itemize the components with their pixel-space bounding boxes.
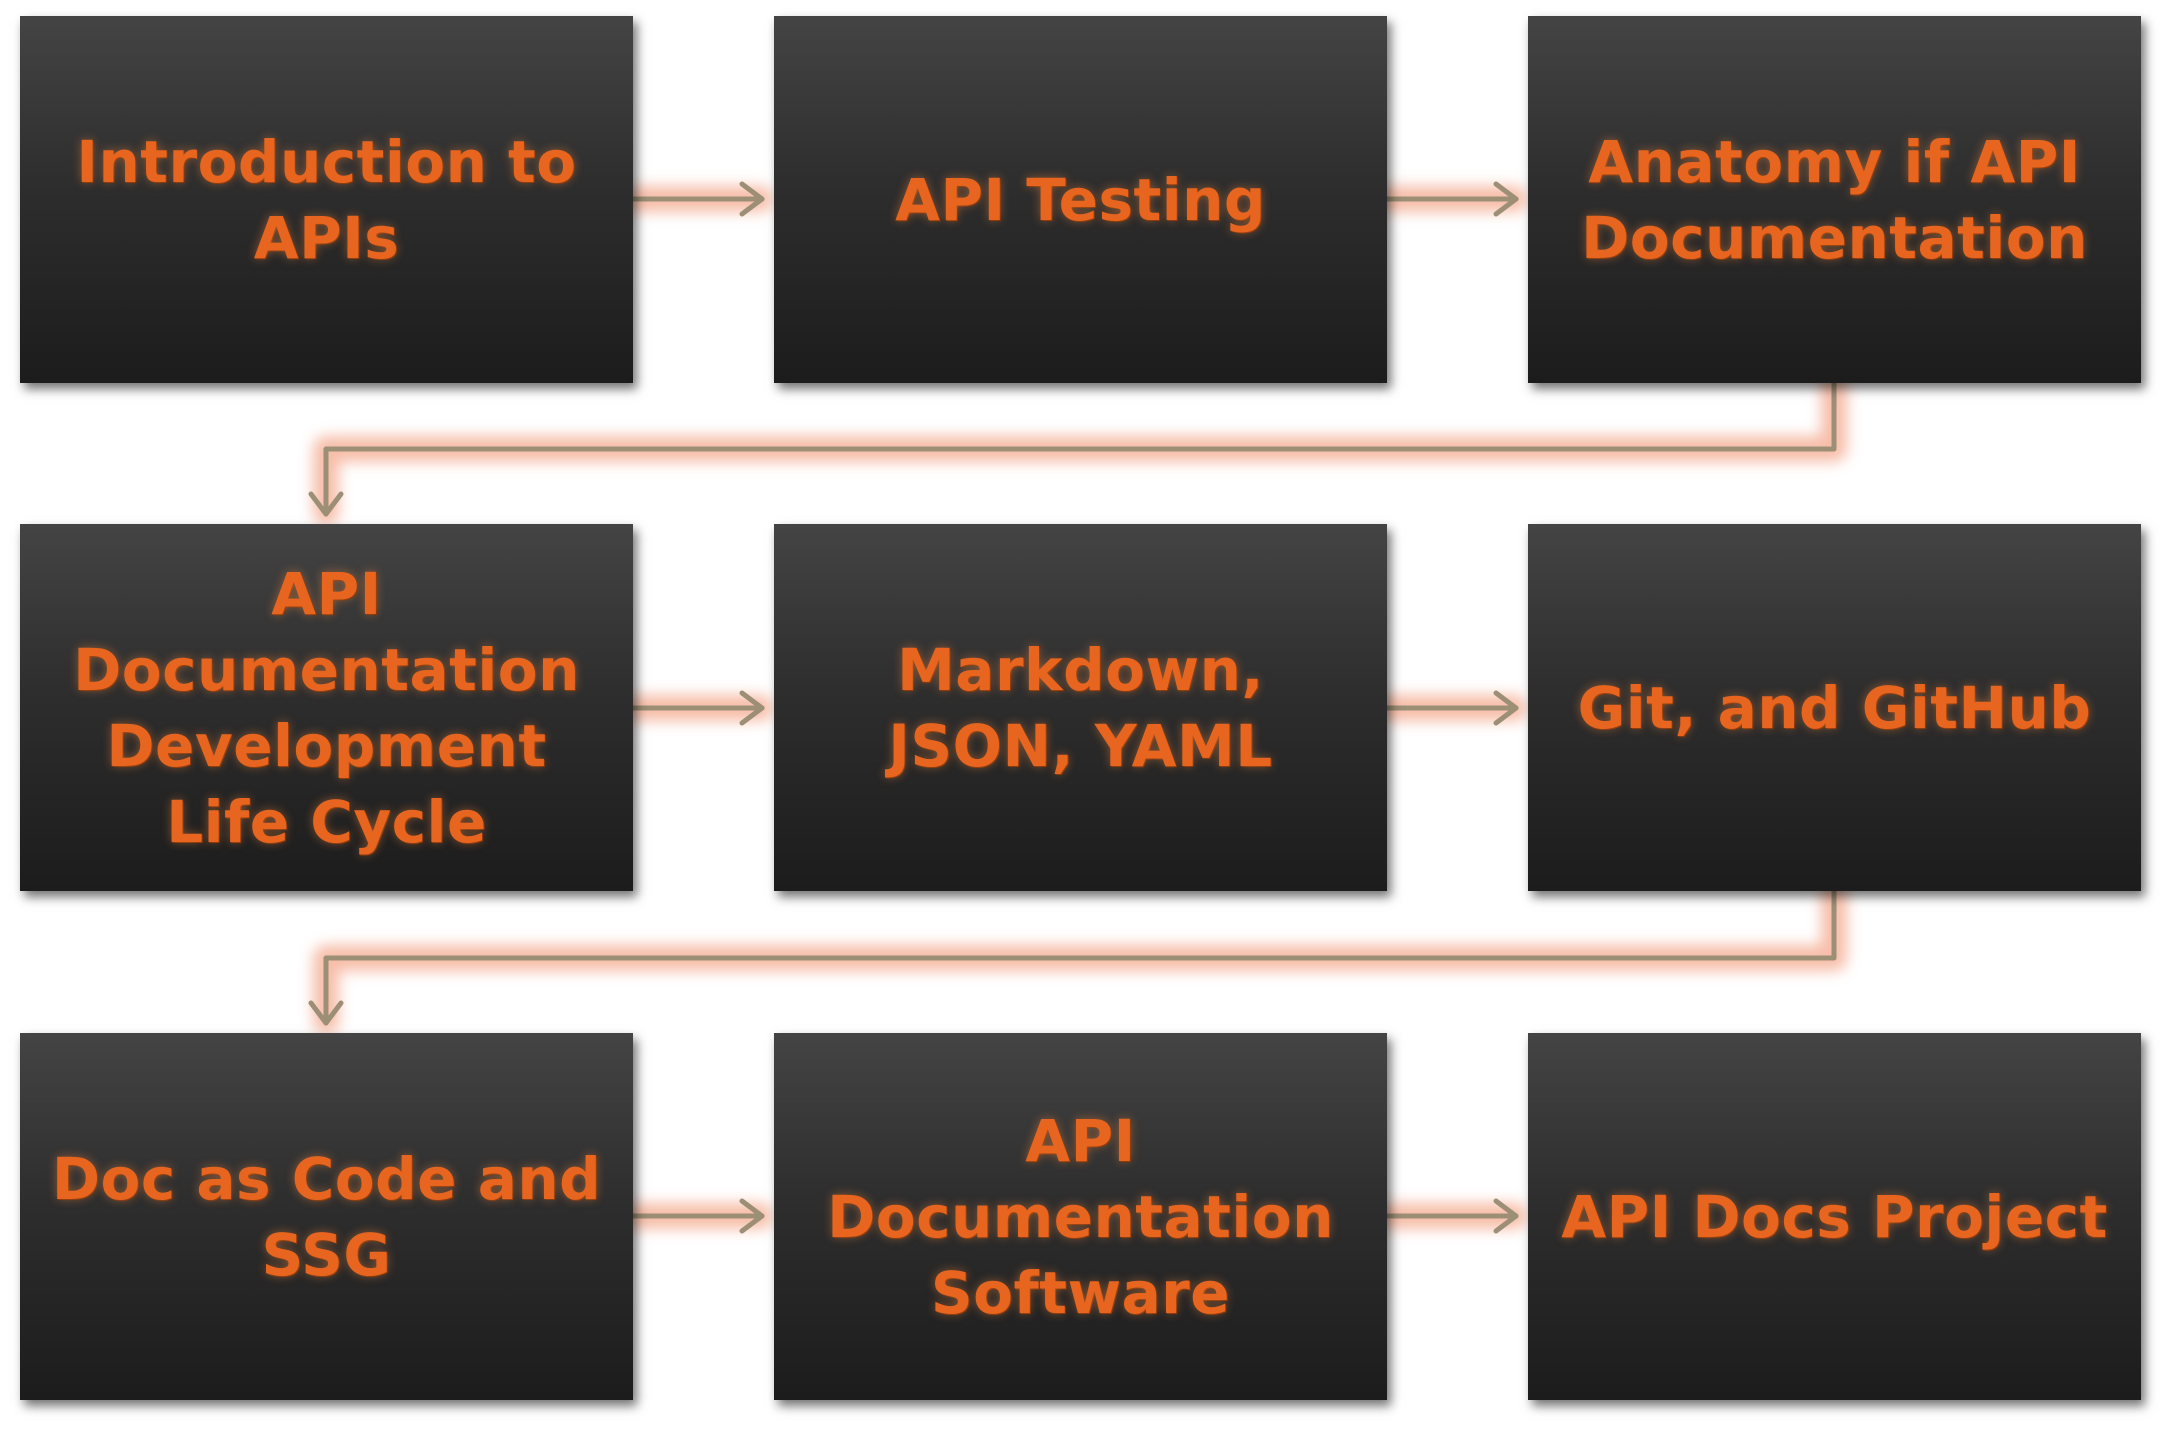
arrow-step8-to-step9: [1384, 1198, 1519, 1234]
step-label: Anatomy if API Documentation: [1581, 127, 2088, 272]
arrow-step1-to-step2: [630, 181, 765, 217]
step-label: API Documentation Development Life Cycle: [73, 559, 580, 856]
step-box-doc-as-code-and-ssg: Doc as Code and SSG: [20, 1033, 633, 1400]
step-box-markdown-json-yaml: Markdown, JSON, YAML: [774, 524, 1387, 891]
step-box-git-and-github: Git, and GitHub: [1528, 524, 2141, 891]
step-box-anatomy-of-api-documentation: Anatomy if API Documentation: [1528, 16, 2141, 383]
step-label: Doc as Code and SSG: [51, 1144, 602, 1289]
step-box-api-docs-project: API Docs Project: [1528, 1033, 2141, 1400]
step-label: API Docs Project: [1561, 1182, 2108, 1251]
arrow-step3-to-step4: [308, 380, 1837, 517]
arrow-step2-to-step3: [1384, 181, 1519, 217]
step-box-api-testing: API Testing: [774, 16, 1387, 383]
arrow-step4-to-step5: [630, 690, 765, 726]
arrow-step7-to-step8: [630, 1198, 765, 1234]
step-label: API Testing: [895, 165, 1266, 234]
step-label: Git, and GitHub: [1577, 673, 2092, 742]
step-label: Markdown, JSON, YAML: [888, 635, 1273, 780]
step-label: Introduction to APIs: [76, 127, 577, 272]
step-box-introduction-to-apis: Introduction to APIs: [20, 16, 633, 383]
step-label: API Documentation Software: [827, 1106, 1334, 1327]
arrow-step6-to-step7: [308, 888, 1837, 1026]
step-box-api-documentation-development-life-cycle: API Documentation Development Life Cycle: [20, 524, 633, 891]
arrow-step5-to-step6: [1384, 690, 1519, 726]
step-box-api-documentation-software: API Documentation Software: [774, 1033, 1387, 1400]
